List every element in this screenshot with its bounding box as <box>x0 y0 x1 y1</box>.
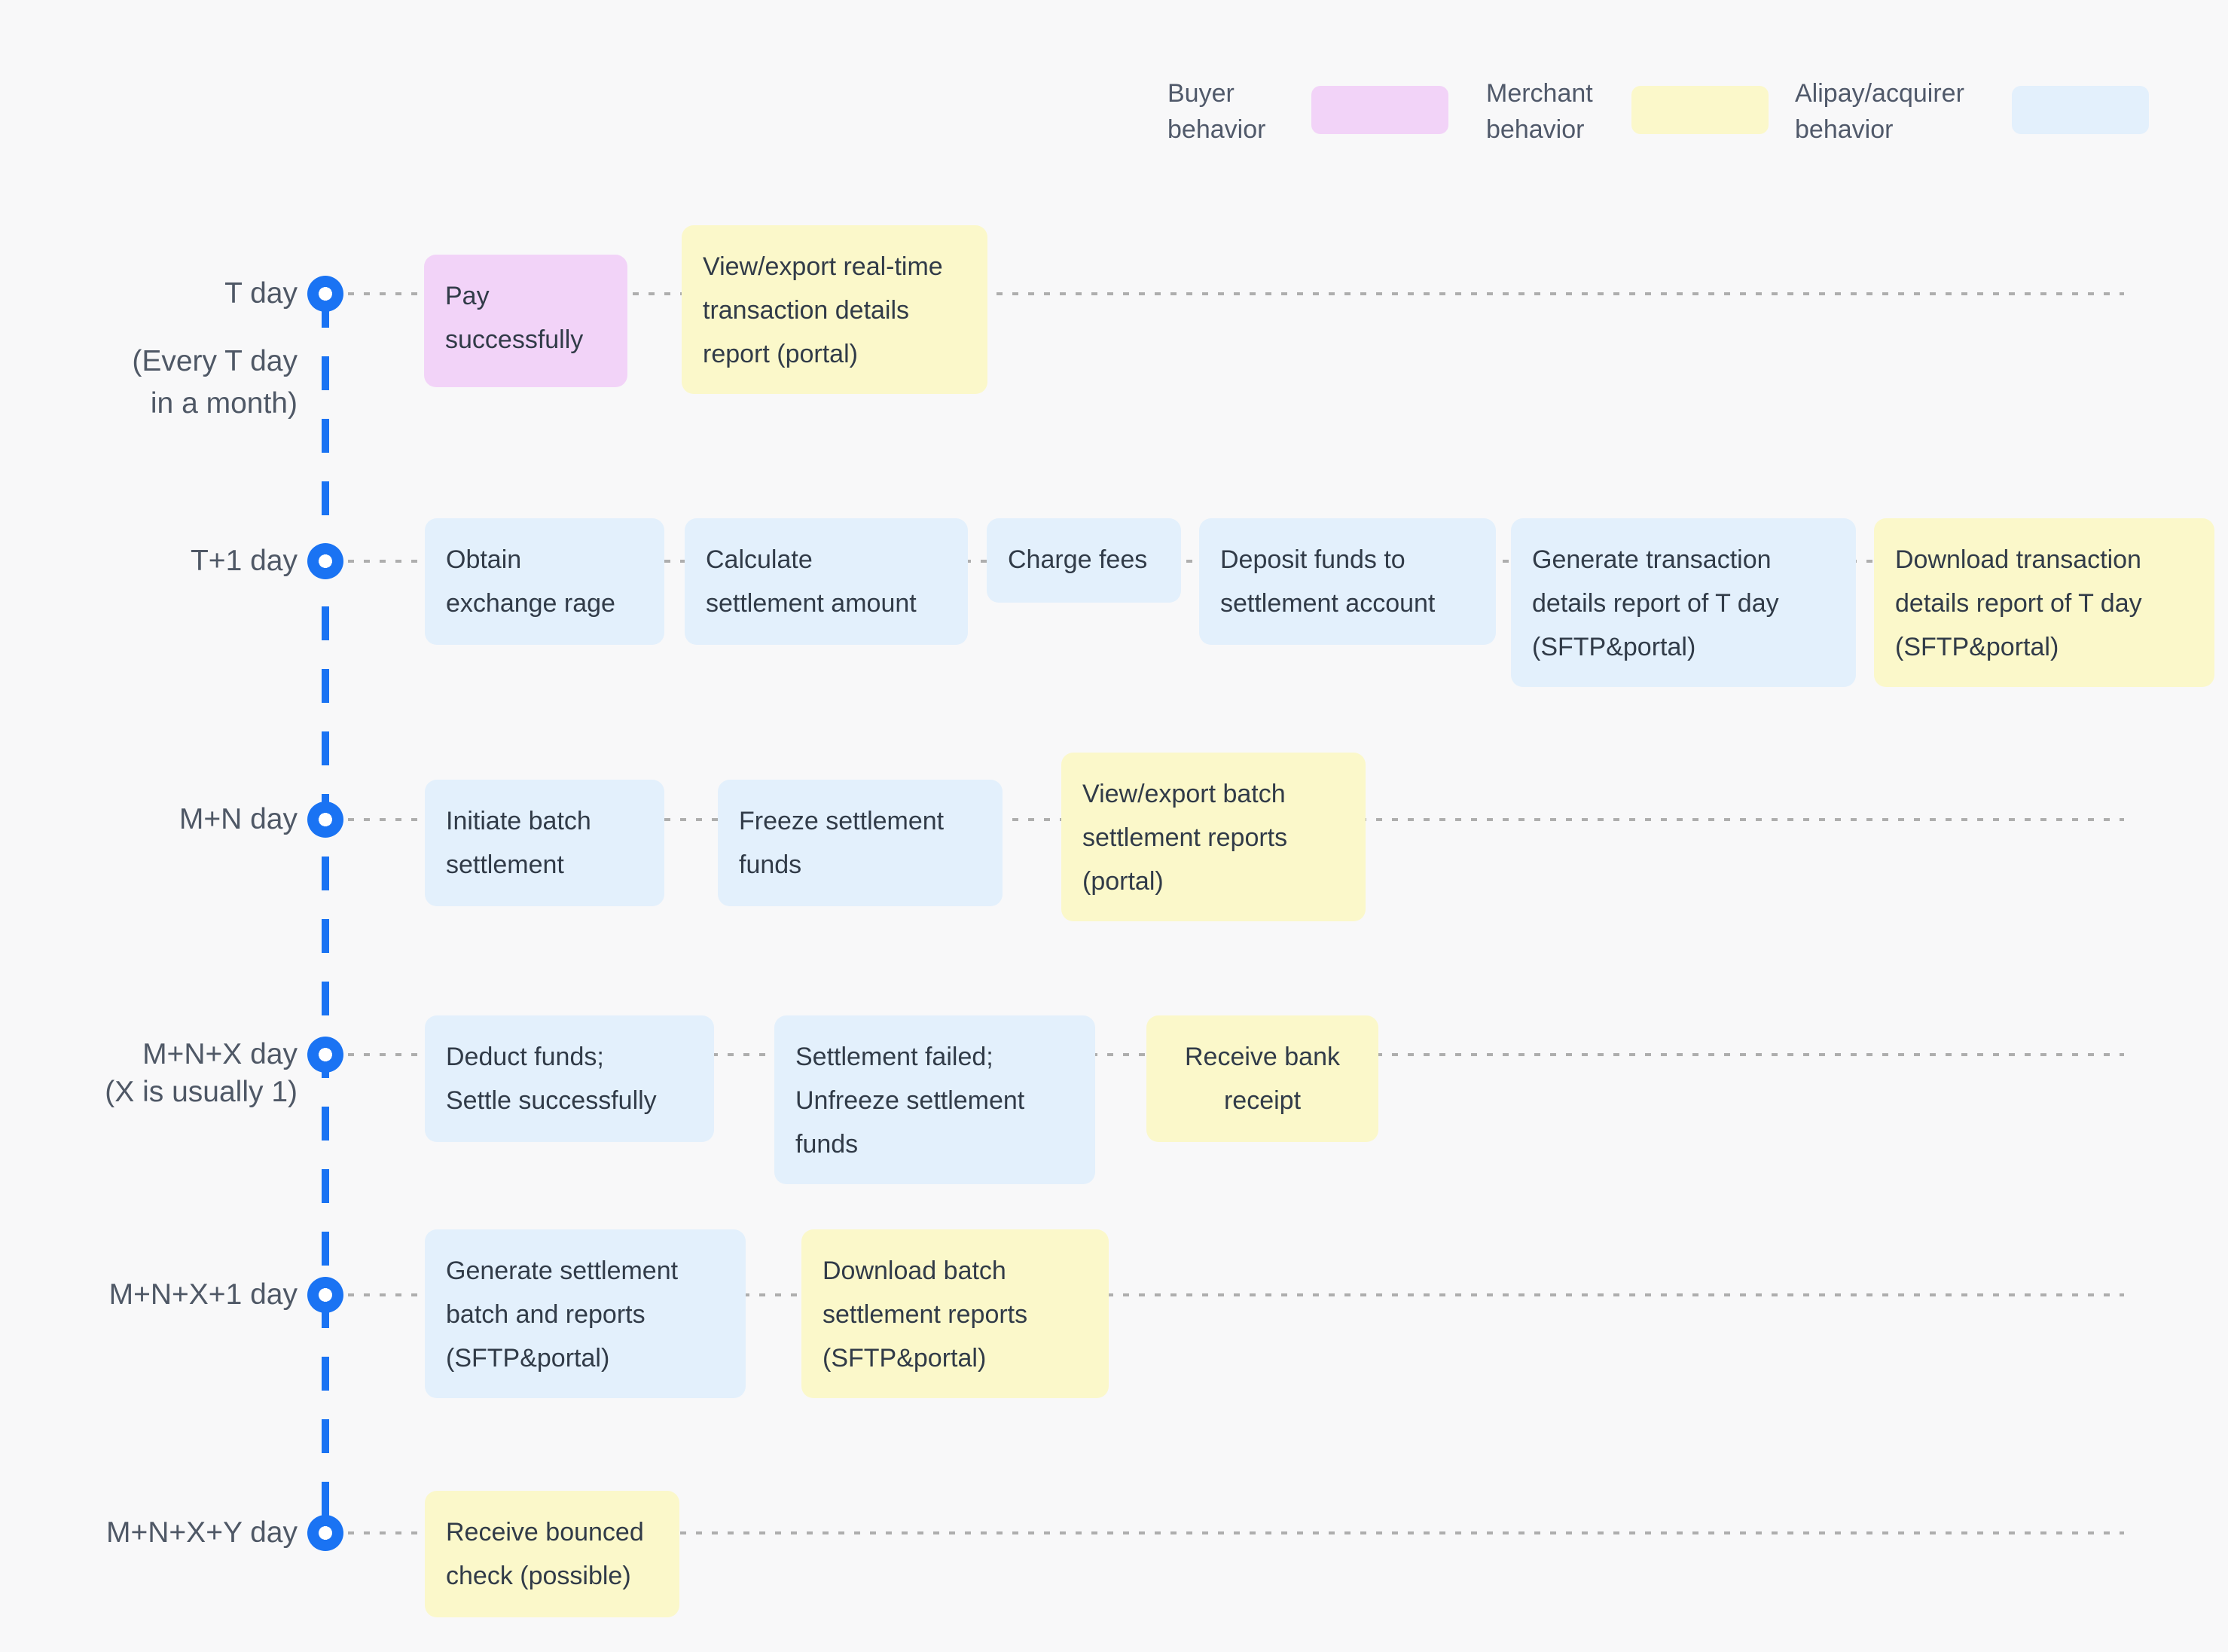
row-label-m-n-day: M+N day <box>179 803 298 835</box>
timeline-node-dot <box>307 1277 343 1313</box>
task-box-receive-bank-receipt: Receive bank receipt <box>1146 1015 1378 1142</box>
row-guide-line <box>348 1293 2124 1296</box>
row-sublabel-m-n-x-day: (X is usually 1) <box>105 1076 298 1108</box>
task-box-deposit-funds: Deposit funds to settlement account <box>1199 518 1496 645</box>
legend-label-buyer: Buyer behavior <box>1167 79 1266 144</box>
timeline-node-dot <box>307 1037 343 1073</box>
legend-swatch-buyer <box>1311 86 1448 134</box>
row-sublabel-t-day: (Every T day in a month) <box>132 345 298 420</box>
timeline-node-dot <box>307 802 343 838</box>
row-guide-line <box>348 1531 2124 1534</box>
task-box-pay-successfully: Pay successfully <box>424 255 627 387</box>
legend-label-acquirer: Alipay/acquirer behavior <box>1795 79 1964 144</box>
row-label-t-day: T day <box>224 277 298 310</box>
legend-swatch-acquirer <box>2012 86 2149 134</box>
task-box-download-batch-reports: Download batch settlement reports (SFTP&… <box>801 1229 1109 1398</box>
row-guide-line <box>348 292 2124 295</box>
task-box-obtain-exchange-rage: Obtain exchange rage <box>425 518 664 645</box>
task-box-generate-transaction-report: Generate transaction details report of T… <box>1511 518 1856 687</box>
timeline-node-dot <box>307 1515 343 1551</box>
legend-swatch-merchant <box>1631 86 1769 134</box>
task-box-deduct-funds-settle: Deduct funds; Settle successfully <box>425 1015 714 1142</box>
task-box-settlement-failed-unfreeze: Settlement failed; Unfreeze settlement f… <box>774 1015 1095 1184</box>
timeline-node-dot <box>307 276 343 312</box>
task-box-freeze-settlement-funds: Freeze settlement funds <box>718 780 1003 906</box>
task-box-download-transaction-report: Download transaction details report of T… <box>1874 518 2214 687</box>
row-label-t-plus-1-day: T+1 day <box>190 545 298 577</box>
row-label-m-n-x-1-day: M+N+X+1 day <box>108 1278 298 1311</box>
row-label-m-n-x-day: M+N+X day <box>142 1038 298 1070</box>
timeline-axis <box>322 294 329 1533</box>
task-box-calculate-settlement-amount: Calculate settlement amount <box>685 518 968 645</box>
task-box-generate-settlement-batch: Generate settlement batch and reports (S… <box>425 1229 746 1398</box>
task-box-view-export-realtime-report: View/export real-time transaction detail… <box>682 225 987 394</box>
task-box-view-export-batch-reports: View/export batch settlement reports (po… <box>1061 753 1366 921</box>
task-box-receive-bounced-check: Receive bounced check (possible) <box>425 1491 679 1617</box>
timeline-node-dot <box>307 543 343 579</box>
task-box-initiate-batch-settlement: Initiate batch settlement <box>425 780 664 906</box>
legend-label-merchant: Merchant behavior <box>1486 79 1593 144</box>
task-box-charge-fees: Charge fees <box>987 518 1181 603</box>
row-label-m-n-x-y-day: M+N+X+Y day <box>105 1516 298 1549</box>
